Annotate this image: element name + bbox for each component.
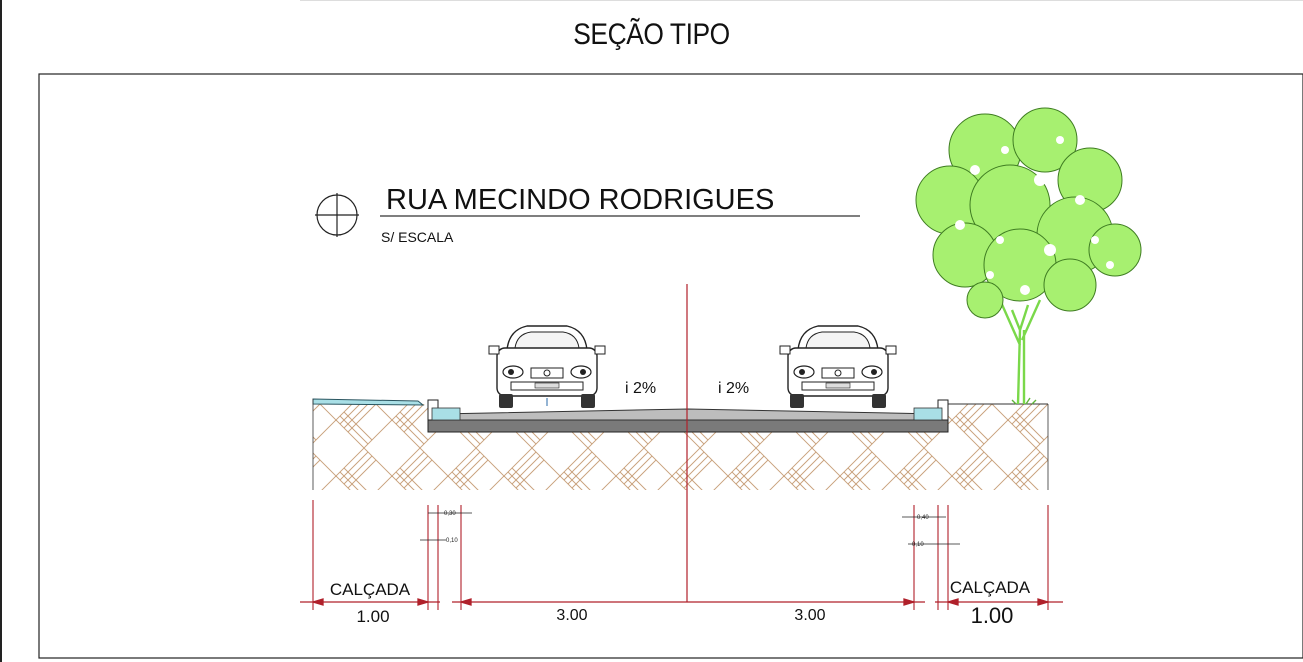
right-lane-width: 3.00	[794, 607, 825, 624]
right-curb	[913, 399, 949, 421]
right-sidewalk-width: 1.00	[971, 603, 1014, 628]
scale-note: S/ ESCALA	[381, 229, 454, 245]
page-title: SEÇÃO TIPO	[573, 18, 730, 51]
left-curb-bottom-dim: 0,10	[446, 538, 458, 544]
left-lane-width: 3.00	[556, 607, 587, 624]
car-left-icon	[488, 325, 606, 408]
pavement	[427, 408, 949, 433]
slope-label-left: i 2%	[625, 380, 656, 397]
dimension-lines	[300, 598, 1063, 606]
left-sidewalk-label: CALÇADA	[330, 580, 411, 599]
tree-icon	[915, 107, 1142, 405]
soil-hatch	[313, 404, 1048, 490]
slope-label-right: i 2%	[718, 380, 749, 397]
section-title-block: RUA MECINDO RODRIGUES S/ ESCALA	[315, 184, 860, 245]
ground-surface	[312, 398, 1049, 490]
sheet-top-border	[300, 0, 1303, 1]
left-curb-top-dim: 0,30	[444, 511, 456, 517]
dimension-extension-lines	[312, 500, 1049, 610]
left-curb	[427, 399, 461, 421]
right-curb-top-dim: 0,40	[917, 515, 929, 521]
section-symbol-icon	[315, 193, 359, 237]
right-sidewalk-label: CALÇADA	[950, 578, 1031, 597]
right-curb-bottom-dim: 0,10	[912, 542, 924, 548]
street-name: RUA MECINDO RODRIGUES	[386, 184, 774, 216]
drawing-frame	[38, 73, 1303, 659]
curb-dimensions	[420, 512, 960, 545]
car-right-icon	[779, 325, 897, 408]
left-sidewalk-width: 1.00	[356, 607, 389, 626]
sheet-left-border	[0, 0, 2, 662]
